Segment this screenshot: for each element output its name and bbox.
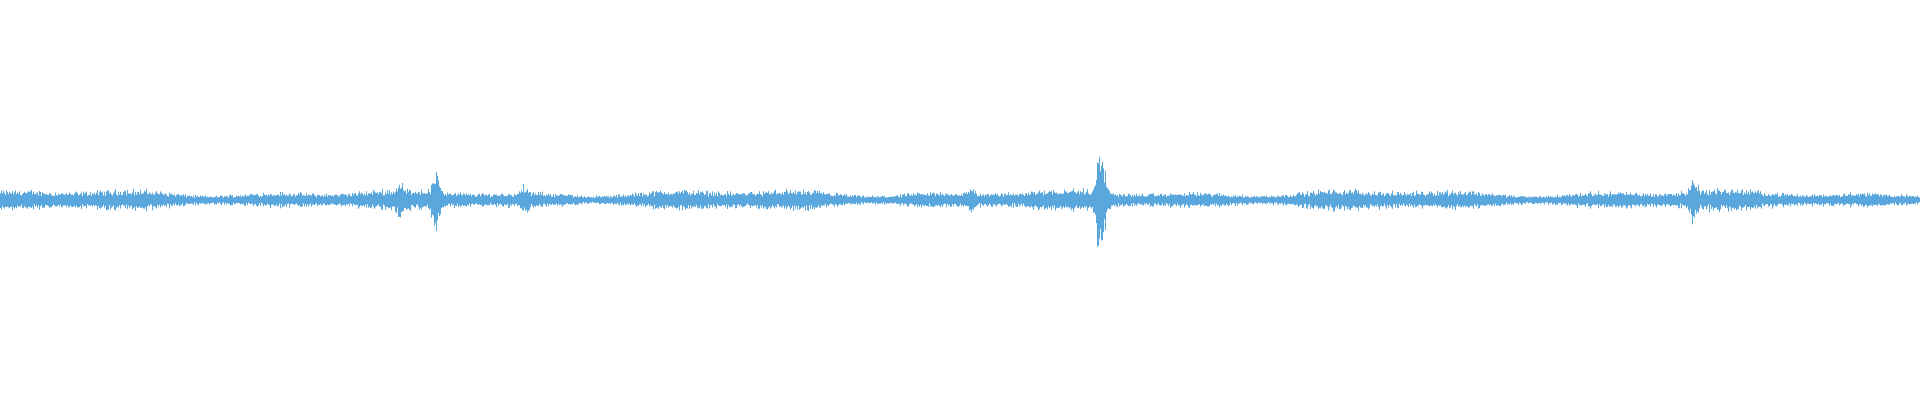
waveform-path — [0, 157, 1920, 247]
waveform-bars — [0, 157, 1920, 247]
